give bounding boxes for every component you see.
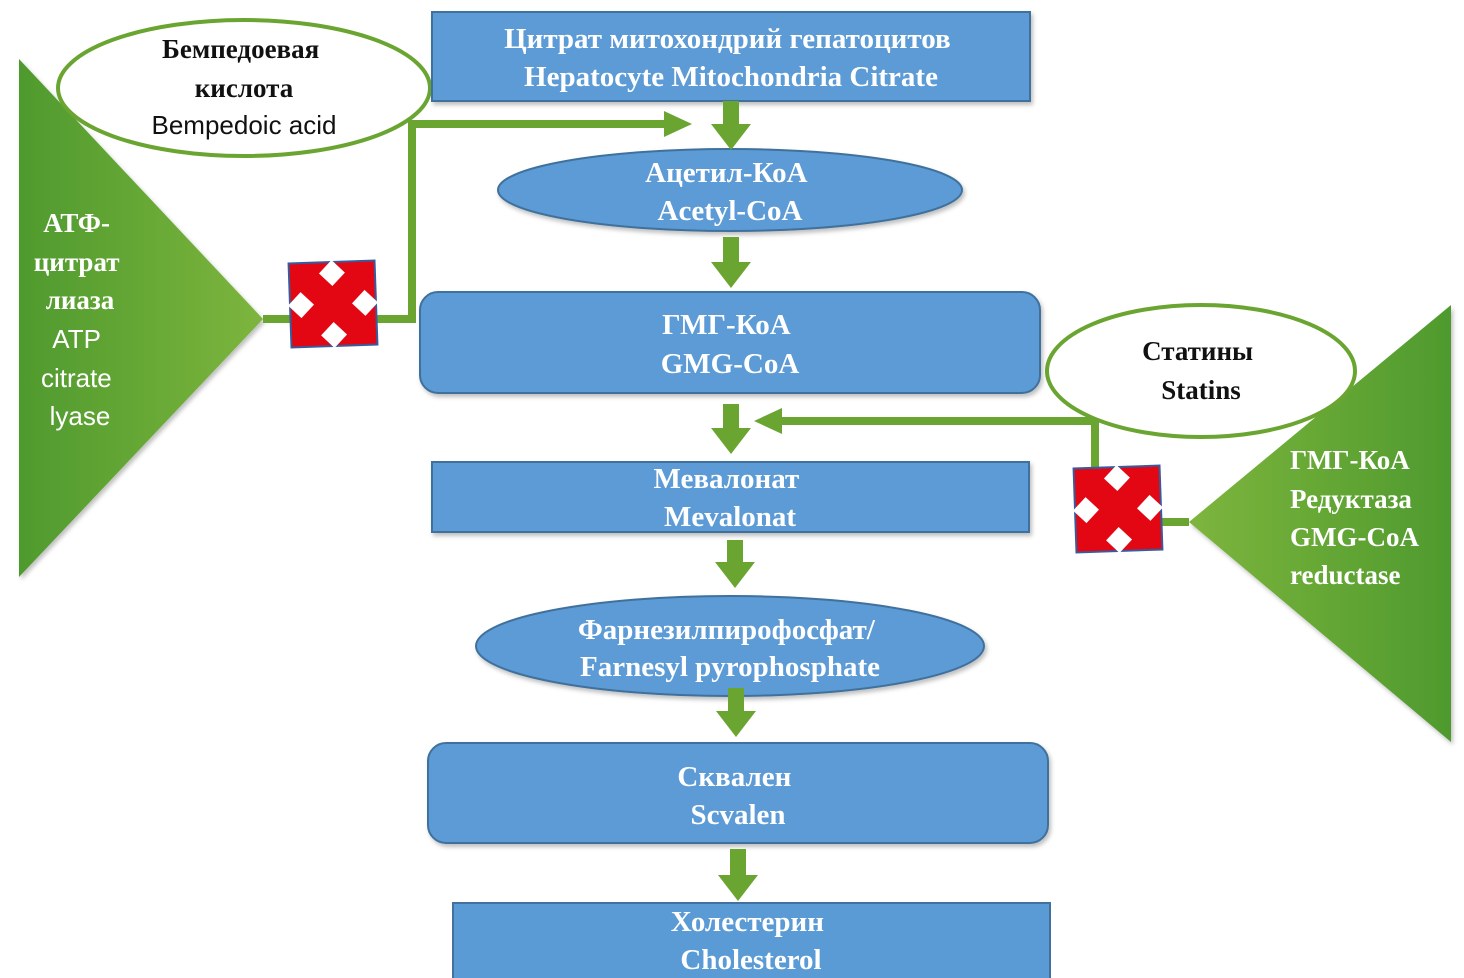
node-label: Цитрат митохондрий гепатоцитов Hepatocyt… (504, 23, 958, 93)
node-hmg-coa: ГМГ-КоА GMG-CoA (419, 291, 1041, 394)
node-label: Фарнезилпирофосфат/ Farnesyl pyrophospha… (578, 614, 882, 683)
drug-label-en: Bempedoic acid (152, 110, 337, 140)
arrow-head-right-icon (664, 111, 692, 137)
enzyme-label-en: ATP citrate lyase (41, 324, 119, 431)
enzyme-hmg-coa-reductase: ГМГ-КоА Редуктаза GMG-CoA reductase (1189, 305, 1451, 742)
node-shape (419, 291, 1041, 394)
arrow-head-left-icon (754, 408, 782, 434)
node-mevalonate: Мевалонат Mevalonat (431, 461, 1030, 533)
node-label: Холестерин Cholesterol (671, 906, 831, 976)
node-label: Ацетил-КоА Acetyl-CoA (645, 157, 815, 227)
pathway-arrows (711, 101, 758, 901)
node-cholesterol: Холестерин Cholesterol (452, 902, 1051, 978)
enzyme-label: АТФ- цитрат лиаза (34, 208, 127, 315)
enzyme-atp-citrate-lyase: АТФ- цитрат лиаза ATP citrate lyase (19, 59, 263, 577)
drug-label: Бемпедоевая кислота (162, 34, 326, 103)
node-shape (452, 902, 1051, 978)
drug-ellipse (56, 18, 432, 158)
node-shape (427, 742, 1049, 844)
drug-ellipse (1045, 303, 1357, 439)
green-arrow-down-icon (711, 101, 751, 150)
red-x-block-icon (1072, 464, 1164, 554)
node-acetyl-coa: Ацетил-КоА Acetyl-CoA (497, 148, 963, 232)
enzyme-triangle-left (19, 59, 263, 577)
enzyme-label: ГМГ-КоА Редуктаза GMG-CoA reductase (1290, 445, 1424, 590)
drug-statins: Статины Statins (1045, 303, 1357, 439)
drug-bempedoic-acid: Бемпедоевая кислота Bempedoic acid (56, 18, 432, 158)
green-arrow-down-icon (716, 688, 756, 737)
node-citrate: Цитрат митохондрий гепатоцитов Hepatocyt… (431, 11, 1031, 102)
drug-label: Статины Statins (1142, 336, 1260, 405)
node-shape (431, 461, 1030, 533)
node-label: Мевалонат Mevalonat (653, 463, 806, 533)
green-arrow-down-icon (711, 404, 751, 454)
node-label: ГМГ-КоА GMG-CoA (661, 309, 800, 380)
enzyme-triangle-right (1189, 305, 1451, 742)
node-label: Сквален Scvalen (677, 761, 798, 831)
red-x-block-icon (287, 259, 379, 349)
green-arrow-down-icon (718, 849, 758, 901)
green-arrow-down-icon (715, 540, 755, 588)
node-shape (497, 148, 963, 232)
green-arrow-down-icon (711, 237, 751, 288)
node-squalene: Сквален Scvalen (427, 742, 1049, 844)
node-farnesyl-pyrophosphate: Фарнезилпирофосфат/ Farnesyl pyrophospha… (475, 595, 985, 697)
